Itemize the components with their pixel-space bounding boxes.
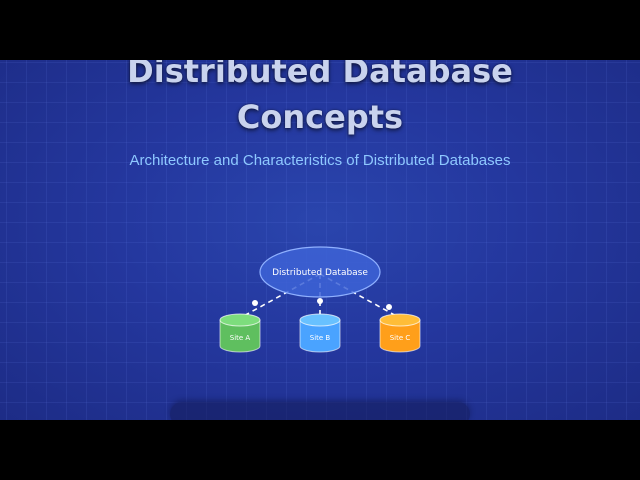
site-a-cylinder: Site A [219,313,261,353]
slide: Distributed Database Concepts Architectu… [0,60,640,420]
site-b-label: Site B [310,334,331,342]
hub-label: Distributed Database [272,268,368,278]
site-a-label: Site A [230,334,251,342]
connector-dot-c [386,304,392,310]
site-b-cylinder: Site B [299,313,341,353]
connector-dot-a [252,300,258,306]
connector-dot-b [317,298,323,304]
connector-line-c [319,273,401,319]
grid-background [0,60,640,420]
bottom-panel-shadow [170,402,470,420]
site-c-cylinder: Site C [379,313,421,353]
hub-ellipse [259,246,381,298]
slide-title-line-1: Distributed Database [127,60,513,90]
site-c-label: Site C [390,334,411,342]
connector-line-a [239,273,321,319]
slide-subtitle: Architecture and Characteristics of Dist… [129,152,511,169]
distributed-database-diagram: Distributed Database Site A Site B Site … [219,246,421,353]
slide-title-line-2: Concepts [236,98,404,136]
